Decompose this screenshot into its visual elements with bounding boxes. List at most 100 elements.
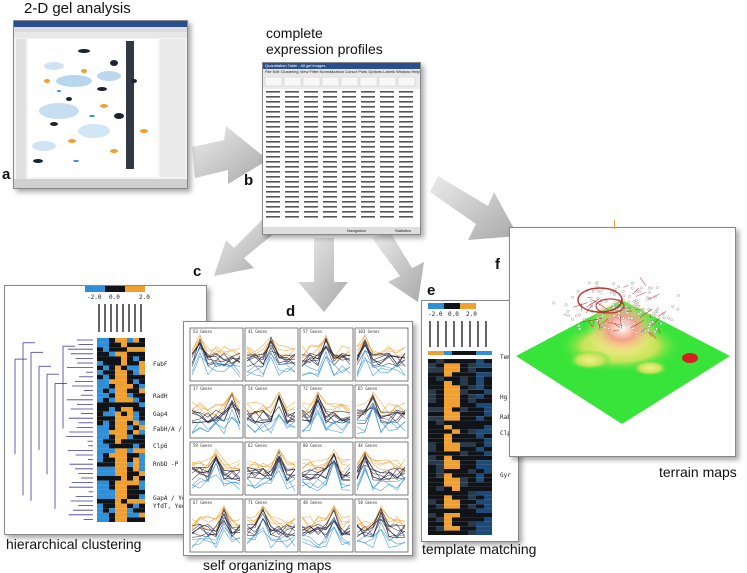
heatmap-cell (97, 517, 103, 522)
heatmap-cell (460, 407, 468, 412)
heatmap-cell (109, 347, 115, 352)
heatmap-cell (476, 508, 484, 513)
table-cell (266, 201, 280, 203)
menu-cursor[interactable]: Cursor (345, 69, 358, 74)
som-profile-line (246, 458, 296, 481)
menu-view[interactable]: View (299, 69, 309, 74)
table-window[interactable]: Quantitation Table - All gel images File… (262, 62, 421, 235)
table-cell (323, 96, 337, 98)
table-cell (380, 126, 394, 128)
heatmap-cell (444, 367, 452, 373)
som-profile-line (191, 341, 241, 367)
table-cell (342, 96, 356, 98)
scale-mid-e: 0.0 (448, 311, 459, 318)
som-cell-title: 72 Genes (303, 386, 323, 391)
table-cell (361, 91, 375, 93)
table-cell (361, 121, 375, 123)
table-cell (304, 151, 318, 153)
heatmap-cell (428, 464, 436, 469)
heatmap-cell (468, 407, 476, 412)
menu-file[interactable]: File (265, 69, 272, 74)
heatmap-cell (109, 476, 115, 481)
heatmap-cell (436, 398, 444, 403)
gel-window[interactable] (13, 20, 188, 189)
menu-plots[interactable]: Plots (358, 69, 368, 74)
menu-labels[interactable]: Labels (383, 69, 395, 74)
heatmap-cell (452, 513, 460, 518)
table-cell (361, 126, 375, 128)
heatmap-cell (121, 342, 127, 348)
heatmap-cell (476, 451, 484, 456)
table-cell (399, 156, 413, 158)
heatmap-cell (452, 464, 460, 469)
table-cell (266, 211, 280, 213)
heatmap-cell (115, 457, 121, 463)
menu-normalization[interactable]: Normalization (319, 69, 344, 74)
heatmap-cell (121, 453, 127, 458)
table-cell (266, 156, 280, 158)
table-cell (399, 131, 413, 133)
table-cell (285, 181, 299, 183)
table-cell (361, 141, 375, 143)
menu-window[interactable]: Window (396, 69, 411, 74)
heatmap-cell (115, 489, 121, 495)
table-cell (361, 106, 375, 108)
heatmap-cell (476, 521, 484, 527)
som-profile-line (246, 517, 296, 536)
heatmap-cell (97, 379, 103, 384)
column-label-mark (104, 304, 106, 332)
heatmap-cell (121, 370, 127, 375)
table-cell (323, 141, 337, 143)
heatmap-cell (484, 420, 492, 425)
column-label-mark (445, 321, 447, 347)
table-header-cell (397, 76, 416, 87)
table-cell (399, 161, 413, 163)
heatmap-cell (127, 430, 133, 435)
table-cell (380, 201, 394, 203)
table-cell (285, 91, 299, 93)
heatmap-cell (468, 513, 476, 518)
heatmap-cell (484, 521, 492, 527)
menu-edit[interactable]: Edit (272, 69, 280, 74)
heatmap-cell (460, 359, 468, 364)
menu-help[interactable]: Help (411, 69, 420, 74)
menu-clustering[interactable]: Clustering (280, 69, 299, 74)
heatmap-cell (139, 430, 145, 435)
terrain-node (614, 287, 618, 291)
menu-filter[interactable]: Filter (309, 69, 319, 74)
heatmap-cell (139, 370, 145, 375)
table-cell (399, 181, 413, 183)
heatmap-cell (115, 485, 121, 490)
table-header-cell (359, 76, 378, 87)
menu-options[interactable]: Options (368, 69, 383, 74)
table-cell (285, 116, 299, 118)
heatmap-cell (444, 526, 452, 531)
table-cell (323, 156, 337, 158)
heatmap-cell (139, 503, 145, 509)
table-cell (399, 201, 413, 203)
cluster-label-2: Gap4 (153, 411, 168, 418)
heatmap-cell (103, 485, 109, 490)
heatmap-cell (436, 486, 444, 491)
heatmap-cell (428, 513, 436, 518)
template-row-cell (460, 351, 468, 355)
heatmap-cell (127, 489, 133, 495)
som-profile-line (356, 406, 406, 434)
table-cell (304, 191, 318, 193)
heatmap-cell (436, 477, 444, 483)
heatmap-cell (127, 439, 133, 444)
table-cell (285, 216, 299, 218)
table-cell (342, 146, 356, 148)
som-profile-line (246, 356, 296, 376)
footer-tab-navigation[interactable]: Navigation (347, 228, 366, 233)
terrain-node (651, 312, 655, 316)
heatmap-cell (133, 370, 139, 375)
footer-tab-statistics[interactable]: Statistics (395, 228, 412, 233)
heatmap-cell (109, 503, 115, 509)
heatmap-cell (133, 430, 139, 435)
table-cell (342, 211, 356, 213)
heatmap-cell (109, 439, 115, 444)
heatmap-cell (460, 495, 468, 500)
heatmap-cell (460, 482, 468, 487)
heatmap-cell (109, 365, 115, 371)
